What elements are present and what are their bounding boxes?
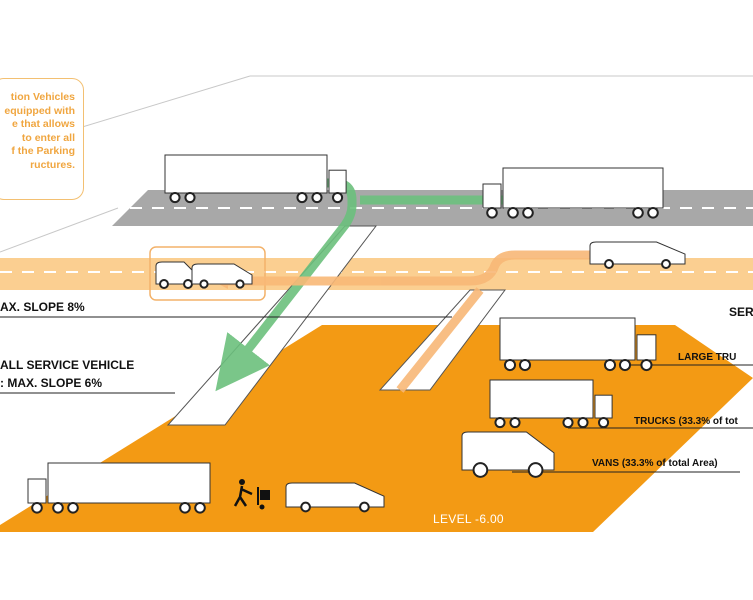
truck-icon <box>482 167 664 219</box>
van-icon <box>461 431 555 478</box>
truck-icon <box>164 154 347 204</box>
level-label: LEVEL -6.00 <box>433 512 504 526</box>
callout-note: tion Vehicles equipped with e that allow… <box>0 78 84 200</box>
ser-label: SER <box>729 305 753 319</box>
service-vehicle-label: ALL SERVICE VEHICLE <box>0 358 135 372</box>
van-icon <box>589 241 686 269</box>
van-icon <box>155 261 197 289</box>
large-trucks-label: LARGE TRU <box>678 352 737 363</box>
leader-lines <box>0 316 753 473</box>
van-icon <box>285 482 385 513</box>
trucks-label: TRUCKS (33.3% of tot <box>634 416 738 427</box>
service-vehicle-slope-label: : MAX. SLOPE 6% <box>0 376 103 390</box>
max-slope-8-label: AX. SLOPE 8% <box>0 300 85 314</box>
truck-icon <box>27 462 211 514</box>
vans-label: VANS (33.3% of total Area) <box>592 458 718 469</box>
truck-icon <box>489 379 613 429</box>
person-with-hand-truck-icon <box>233 479 270 510</box>
van-icon <box>191 263 253 289</box>
truck-icon <box>499 317 657 372</box>
